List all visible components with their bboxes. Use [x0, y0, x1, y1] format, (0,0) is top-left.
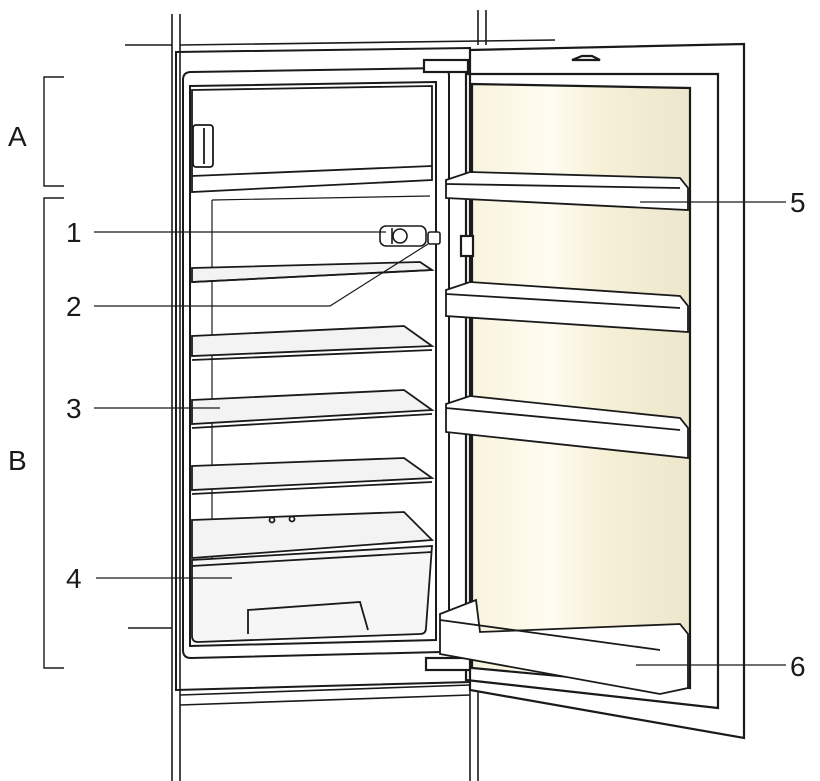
label-4: 4: [66, 563, 82, 594]
label-2: 2: [66, 291, 82, 322]
glass-shelf: [191, 457, 435, 495]
bottle-rack: [439, 598, 689, 695]
door: [422, 42, 746, 740]
door-rack: [445, 171, 689, 211]
callout-labels: A B 1 2 3 4 5 6: [8, 121, 806, 682]
label-b: B: [8, 445, 27, 476]
vegetable-crisper: [191, 511, 435, 643]
bracket-b: [43, 197, 64, 669]
freezer-compartment: [191, 85, 433, 193]
interior-light: [379, 225, 441, 247]
glass-shelf: [191, 261, 435, 283]
cabinet-niche: [125, 10, 556, 781]
label-a: A: [8, 121, 27, 152]
door-rack: [445, 395, 689, 460]
label-5: 5: [790, 187, 806, 218]
label-1: 1: [66, 217, 82, 248]
leader-lines: [94, 201, 786, 666]
glass-shelf: [191, 325, 435, 361]
label-6: 6: [790, 651, 806, 682]
door-rack: [445, 281, 689, 333]
label-3: 3: [66, 393, 82, 424]
glass-shelf: [191, 389, 435, 429]
bracket-a: [43, 76, 64, 187]
